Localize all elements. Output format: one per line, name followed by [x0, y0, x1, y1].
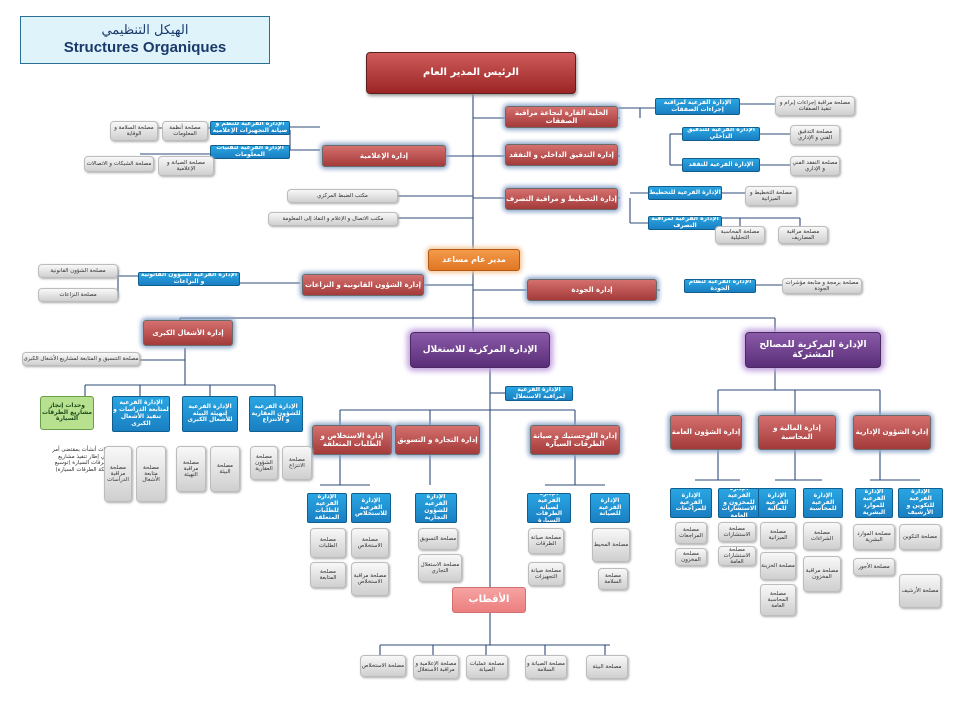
adm-service-4: مصلحة الأرشيف — [899, 574, 941, 608]
sub-operations-control: الإدارة الفرعية لمراقبة الاستغلال — [505, 386, 573, 401]
fin-service-3: مصلحة المحاسبة العامة — [760, 584, 796, 616]
mt-service-3: مصلحة المحيط — [592, 528, 630, 562]
mw-service-6: مصلحة الانتزاع — [282, 446, 312, 480]
poles-box: الأقطاب — [452, 587, 526, 613]
sub-inspection: الإدارة الفرعية للتفقد — [682, 158, 760, 172]
communication-office: مكتب الاتصال و الإعلام و النفاذ إلى المع… — [268, 212, 398, 226]
collection-directorate: إدارة الاستخلاص و الطلبات المتعلقة — [312, 425, 392, 455]
sub-major-works-study: الإدارة الفرعية لمتابعة الدراسات و تنفيذ… — [112, 396, 170, 432]
central-registry-office: مكتب الضبط المركزي — [287, 189, 398, 203]
service-expense-control: مصلحة مراقبة المصاريف — [778, 226, 828, 244]
mt-service-4: مصلحة السلامة — [598, 568, 628, 590]
trade-directorate: إدارة التجارة و التسويق — [395, 425, 480, 455]
planning-directorate: إدارة التخطيط و مراقبة التصرف — [505, 188, 618, 210]
mt-service-1: مصلحة صيانة الطرقات — [528, 528, 564, 554]
title-arabic: الهيكل التنظيمي — [101, 22, 189, 38]
service-quality-indicators: مصلحة برمجة و متابعة مؤشرات الجودة — [782, 278, 862, 294]
maintenance-directorate: إدارة اللوجستيك و صيانة الطرقات السيارة — [530, 425, 620, 455]
procurement-audit-cell: الخلية القارة لنجاعة مراقبة الصفقات — [505, 106, 618, 128]
ga-service-2: مصلحة المخزون — [675, 548, 707, 566]
fin-service-4: مصلحة الشراءات — [803, 522, 841, 550]
admin-directorate: إدارة الشؤون الإدارية — [853, 415, 931, 450]
operations-central: الإدارة المركزية للاستغلال — [410, 332, 550, 368]
president-box: الرئيس المدير العام — [366, 52, 576, 94]
service-major-works-coordination: مصلحة التنسيق و المتابعة لمشاريع الأشغال… — [22, 352, 140, 366]
sub-info-tech: الإدارة الفرعية لتقنيات المعلومات — [210, 145, 290, 159]
col-service-2: مصلحة المتابعة — [310, 562, 346, 588]
service-networks: مصلحة الشبكات و الاتصالات — [84, 156, 154, 172]
service-litigation: مصلحة النزاعات — [38, 288, 118, 302]
mt-service-2: مصلحة صيانة التجهيزات — [528, 562, 564, 586]
service-procurement-control: مصلحة مراقبة إجراءات إبرام و تنفيذ الصفق… — [775, 96, 855, 116]
pole-service-1: مصلحة الاستخلاص — [360, 655, 406, 677]
ga-service-3: مصلحة الاستشارات — [718, 522, 756, 542]
service-planning-budget: مصلحة التخطيط و الميزانية — [745, 186, 797, 206]
sub-it-systems: الإدارة الفرعية للنظم و صيانة التجهيزات … — [210, 121, 290, 135]
service-info-systems: مصلحة أنظمة المعلومات — [162, 121, 208, 141]
fin-service-5: مصلحة مراقبة المخزون — [803, 556, 841, 592]
title-french: Structures Organiques — [63, 38, 227, 56]
col-service-4: مصلحة مراقبة الاستخلاص — [351, 562, 389, 596]
quality-directorate: إدارة الجودة — [527, 279, 657, 301]
it-directorate: إدارة الإعلامية — [322, 145, 446, 167]
service-tech-inspection: مصلحة التفقد الفني و الإداري — [790, 156, 840, 176]
adm-service-1: مصلحة الموارد البشرية — [853, 524, 895, 550]
internal-audit-directorate: إدارة التدقيق الداخلي و التفقد — [505, 144, 618, 166]
general-affairs-directorate: إدارة الشؤون العامة — [670, 415, 742, 450]
major-works-directorate: إدارة الأشغال الكبرى — [143, 320, 233, 346]
pole-service-2: مصلحة الإعلامية و مراقبة الاستغلال — [413, 655, 459, 679]
sub-major-works-env: الإدارة الفرعية لتهيئة البيئة للأشغال ال… — [182, 396, 238, 432]
service-analytic-accounting: مصلحة المحاسبة التحليلية — [715, 226, 765, 244]
service-it-maintenance: مصلحة الصيانة و الإعلامية — [158, 156, 214, 176]
chart-title-box: الهيكل التنظيمي Structures Organiques — [20, 16, 270, 64]
sub-finance-2: الإدارة الفرعية للمحاسبة — [803, 488, 843, 518]
pole-service-3: مصلحة عمليات الصيانة — [466, 655, 508, 679]
sub-major-works-land: الإدارة الفرعية للشؤون العقارية و الانتز… — [249, 396, 303, 432]
legal-directorate: إدارة الشؤون القانونية و النزاعات — [302, 274, 424, 296]
col-service-3: مصلحة الاستخلاص — [351, 528, 389, 558]
service-security: مصلحة السلامة و الوقاية — [110, 121, 158, 141]
sub-admin-2: الإدارة الفرعية للتكوين و الأرشيف — [898, 488, 943, 518]
sub-commercial: الإدارة الفرعية للشؤون التجارية — [415, 493, 457, 523]
trade-service-2: مصلحة الاستغلال التجاري — [418, 554, 462, 582]
sub-management-control: الإدارة الفرعية لمراقبة التصرف — [648, 216, 722, 230]
service-tech-audit: مصلحة التدقيق الفني و الإداري — [790, 125, 840, 145]
pole-service-4: مصلحة الصيانة و السلامة — [525, 655, 567, 679]
mw-service-5: مصلحة الشؤون العقارية — [250, 446, 278, 480]
sub-maintenance: الإدارة الفرعية للصيانة — [590, 493, 630, 523]
adm-service-2: مصلحة الأجور — [853, 558, 895, 576]
trade-service-1: مصلحة التسويق — [418, 528, 458, 550]
shared-services-central: الإدارة المركزية للمصالح المشتركة — [745, 332, 881, 368]
sub-planning: الإدارة الفرعية للتخطيط — [648, 186, 722, 200]
sub-requests: الإدارة الفرعية للطلبات المتعلقة — [307, 493, 347, 523]
highway-projects-note: وحدات أنشأت بمقتضى أمر في إطار تنفيذ مشا… — [52, 447, 114, 473]
col-service-1: مصلحة الطلبات — [310, 528, 346, 558]
sub-quality: الإدارة الفرعية لنظام الجودة — [684, 279, 756, 293]
pole-service-5: مصلحة البيئة — [586, 655, 628, 679]
sub-general-affairs-2: الإدارة الفرعية للمخزون و الاستشارات الع… — [718, 488, 760, 518]
fin-service-1: مصلحة الميزانية — [760, 522, 796, 548]
sub-finance-1: الإدارة الفرعية للمالية — [758, 488, 796, 518]
ga-service-1: مصلحة المراجعات — [675, 522, 707, 544]
highway-projects-units: وحدات إنجاز مشاريع الطرقات السيارة — [40, 396, 94, 430]
sub-internal-audit: الإدارة الفرعية للتدقيق الداخلي — [682, 127, 760, 141]
ga-service-4: مصلحة الاستشارات العامة — [718, 546, 756, 566]
deputy-director-box: مدير عام مساعد — [428, 249, 520, 271]
sub-legal: الإدارة الفرعية للشؤون القانونية و النزا… — [138, 272, 240, 286]
sub-general-affairs-1: الإدارة الفرعية للمراجعات — [670, 488, 712, 518]
mw-service-3: مصلحة مراقبة التهيئة — [176, 446, 206, 492]
mw-service-4: مصلحة البيئة — [210, 446, 240, 492]
adm-service-3: مصلحة التكوين — [899, 524, 941, 550]
sub-highway-maintenance: الإدارة الفرعية لصيانة الطرقات السيارة — [527, 493, 571, 523]
sub-admin-1: الإدارة الفرعية للموارد البشرية — [855, 488, 893, 518]
fin-service-2: مصلحة الخزينة — [760, 552, 796, 580]
finance-directorate: إدارة المالية و المحاسبة — [758, 415, 836, 450]
mw-service-1: مصلحة مراقبة الدراسات — [104, 446, 132, 502]
mw-service-2: مصلحة متابعة الأشغال — [136, 446, 166, 502]
sub-procurement-control: الإدارة الفرعية لمراقبة إجراءات الصفقات — [655, 98, 740, 115]
service-legal-affairs: مصلحة الشؤون القانونية — [38, 264, 118, 278]
sub-collection: الإدارة الفرعية للاستخلاص — [351, 493, 391, 523]
